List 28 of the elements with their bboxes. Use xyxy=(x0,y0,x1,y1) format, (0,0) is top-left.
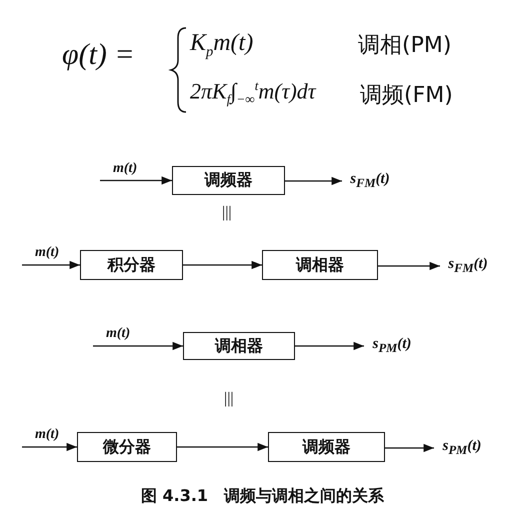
arrow xyxy=(295,342,364,350)
arrow xyxy=(22,260,80,270)
arrow xyxy=(183,260,262,270)
process-box: 微分器 xyxy=(77,432,177,462)
arrow xyxy=(378,262,440,270)
caption: 图 4.3.1 调频与调相之间的关系 xyxy=(140,486,386,507)
equivalence-sign: ||| xyxy=(222,204,232,222)
modulation-label: 调频(FM) xyxy=(360,82,453,110)
process-box: 调频器 xyxy=(172,166,285,195)
arrow xyxy=(100,176,172,185)
process-box: 积分器 xyxy=(80,250,183,280)
arrow xyxy=(93,342,183,350)
edge-label: m(t) xyxy=(112,160,138,176)
equivalence-sign: ||| xyxy=(224,390,234,408)
arrow xyxy=(177,442,268,452)
formula: φ(t) = xyxy=(62,38,135,72)
modulation-label: 调相(PM) xyxy=(358,32,452,60)
arrow xyxy=(285,176,342,186)
edge-label: m(t) xyxy=(34,427,60,443)
process-box: 调频器 xyxy=(268,432,385,462)
process-box: 调相器 xyxy=(262,250,378,280)
edge-label: m(t) xyxy=(105,326,132,342)
formula: 2πK$_{f}$∫$_{−∞}$$^{t}$m(τ)dτ xyxy=(190,78,316,108)
edge-label: m(t) xyxy=(34,245,60,261)
arrow xyxy=(385,444,434,452)
arrow xyxy=(22,442,77,452)
formula: K$_{p}$m(t) xyxy=(190,30,254,61)
process-box: 调相器 xyxy=(183,332,295,360)
